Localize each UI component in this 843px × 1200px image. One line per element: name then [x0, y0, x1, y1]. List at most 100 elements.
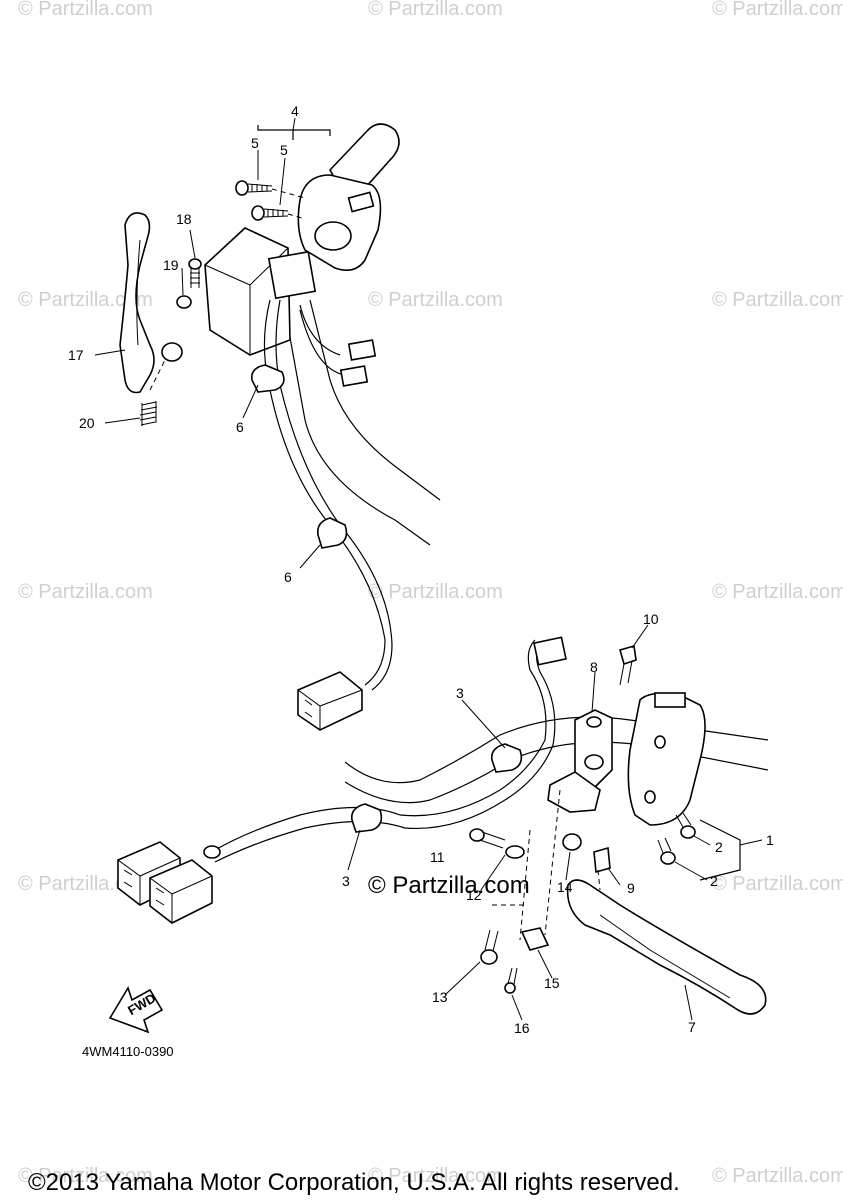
- lever-pivot: [161, 342, 183, 362]
- watermark: © Partzilla.com: [712, 289, 843, 311]
- callout-leaders: [94, 117, 763, 1021]
- connector-icon: [347, 339, 377, 361]
- callout-15: 15: [544, 975, 560, 991]
- wire-harness: [214, 644, 556, 863]
- leader-dash: [519, 789, 561, 941]
- callout-2: 2: [710, 873, 718, 889]
- leader-dash: [271, 188, 306, 219]
- lever-edge: [599, 914, 731, 999]
- watermark: © Partzilla.com: [712, 873, 843, 895]
- callout-8: 8: [590, 659, 598, 675]
- holder-bolt: [586, 716, 602, 728]
- screw-hole: [654, 735, 666, 749]
- wire-harness: [214, 639, 547, 851]
- leader-dash: [149, 359, 166, 391]
- callout-14: 14: [557, 879, 573, 895]
- watermark: © Partzilla.com: [18, 581, 153, 603]
- callout-20: 20: [79, 415, 95, 431]
- coupler-edge: [297, 689, 363, 730]
- watermark: © Partzilla.com: [712, 1165, 843, 1187]
- cable-clamp: [350, 803, 383, 833]
- callout-17: 17: [68, 347, 84, 363]
- clutch-lever: [119, 212, 155, 394]
- screw-icon: [504, 967, 518, 994]
- callout-3: 3: [456, 685, 464, 701]
- connector-icon: [339, 365, 369, 387]
- watermark: © Partzilla.com: [368, 1165, 503, 1187]
- callout-19: 19: [163, 257, 179, 273]
- brake-switch-icon: [520, 927, 550, 951]
- callout-3: 3: [342, 873, 350, 889]
- bolt-icon: [505, 845, 525, 859]
- callout-2: 2: [715, 839, 723, 855]
- copyright-notice: ©2013 Yamaha Motor Corporation, U.S.A. A…: [28, 1169, 680, 1196]
- screw-icon: [675, 812, 696, 839]
- watermark: © Partzilla.com: [368, 0, 503, 20]
- coupler-edge: [149, 875, 213, 923]
- bracket-line: [699, 819, 741, 881]
- holder-lower: [547, 771, 601, 813]
- right-switch-housing: [627, 692, 706, 826]
- spring-icon: [139, 401, 158, 426]
- left-handlebar-assembly: [119, 123, 441, 731]
- bolt-icon: [188, 258, 202, 288]
- connector-icon: [533, 636, 567, 666]
- callout-11: 11: [430, 849, 445, 865]
- watermark: © Partzilla.com: [712, 0, 843, 20]
- cable-clamp: [490, 743, 523, 773]
- diagram-code: 4WM4110-0390: [82, 1044, 174, 1059]
- brake-lever: [566, 879, 767, 1015]
- center-watermark: © Partzilla.com: [368, 872, 530, 899]
- handlebar-tube: [309, 299, 441, 501]
- screw-icon: [251, 205, 289, 221]
- cable-clamp: [250, 364, 285, 393]
- right-handlebar-assembly: [117, 636, 769, 1015]
- handlebar-tube: [284, 309, 431, 546]
- callout-9: 9: [627, 880, 635, 896]
- coupler-icon: [149, 859, 213, 924]
- callout-13: 13: [432, 989, 448, 1005]
- callout-10: 10: [643, 611, 659, 627]
- watermark: © Partzilla.com: [368, 289, 503, 311]
- switch-button: [654, 692, 686, 708]
- cable-clamp: [316, 517, 348, 549]
- screw-hole: [644, 790, 656, 804]
- screw-icon: [235, 180, 273, 196]
- harness-boot: [203, 845, 221, 859]
- holder-bore: [584, 754, 604, 770]
- coupler-edge: [117, 857, 181, 905]
- coupler-icon: [297, 671, 363, 731]
- callout-16: 16: [514, 1020, 530, 1036]
- callout-5: 5: [251, 135, 259, 151]
- bolt-icon: [619, 644, 637, 686]
- callout-6: 6: [284, 569, 292, 585]
- callout-6: 6: [236, 419, 244, 435]
- callout-7: 7: [688, 1019, 696, 1035]
- leader-dash: [597, 869, 601, 891]
- switch-button: [347, 191, 375, 213]
- bracket-line: [257, 125, 331, 140]
- nut-icon: [562, 833, 582, 851]
- watermark: © Partzilla.com: [18, 1165, 153, 1187]
- collar-icon: [593, 846, 611, 874]
- watermark-group: © Partzilla.com © Partzilla.com © Partzi…: [18, 0, 843, 1187]
- wire: [299, 304, 346, 376]
- watermark: © Partzilla.com: [18, 289, 153, 311]
- callout-1: 1: [766, 832, 774, 848]
- callout-18: 18: [176, 211, 192, 227]
- callout-5: 5: [280, 142, 288, 158]
- handlebar-bore: [314, 221, 352, 251]
- watermark: © Partzilla.com: [368, 581, 503, 603]
- callout-group: 1 2 2 3 3 4 5 5 6 6 7 8 9 10 11 12 13 14…: [68, 103, 774, 1036]
- bolt-icon: [480, 929, 499, 965]
- bolt-icon: [469, 828, 506, 849]
- nut-icon: [176, 295, 192, 309]
- screw-icon: [657, 837, 676, 865]
- watermark: © Partzilla.com: [712, 581, 843, 603]
- lever-edge: [136, 239, 141, 346]
- fwd-arrow-icon: FWD: [108, 986, 164, 1034]
- bracket: [267, 250, 317, 300]
- callout-4: 4: [291, 103, 299, 119]
- watermark: © Partzilla.com: [18, 0, 153, 20]
